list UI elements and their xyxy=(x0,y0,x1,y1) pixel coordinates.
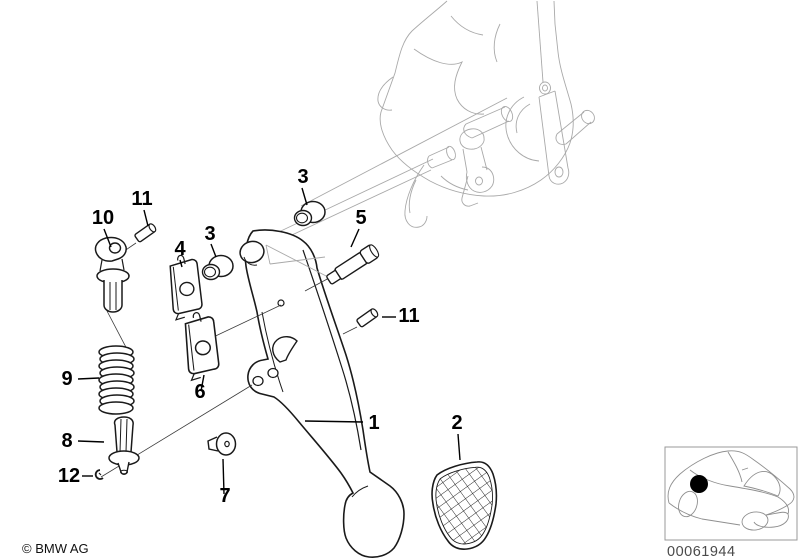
callout-2[interactable]: 2 xyxy=(451,412,462,434)
callout-11-lower[interactable]: 11 xyxy=(398,305,419,327)
shaft-reference-lines xyxy=(265,244,331,279)
callout-3-lower[interactable]: 3 xyxy=(204,223,215,245)
callout-7[interactable]: 7 xyxy=(219,485,230,507)
stop-pin-part-7 xyxy=(207,432,237,456)
copyright-text: © BMW AG xyxy=(22,541,89,556)
callout-6[interactable]: 6 xyxy=(194,381,205,403)
pedal-bracket-reference-drawing xyxy=(244,0,595,258)
spring-clip-part-6 xyxy=(183,310,221,382)
bushing-part-3-upper xyxy=(293,200,326,227)
pedal-arm-part-1 xyxy=(239,229,405,558)
spring-plunger-part-8 xyxy=(108,416,140,475)
shoulder-bolt-part-5 xyxy=(326,244,380,285)
callout-12[interactable]: 12 xyxy=(58,465,80,487)
car-location-thumbnail[interactable]: 00061944 xyxy=(664,446,798,559)
coil-spring-part-9 xyxy=(98,345,135,415)
pedal-pad-part-2 xyxy=(431,461,498,550)
callout-1[interactable]: 1 xyxy=(368,412,379,434)
diagram-id: 00061944 xyxy=(667,544,736,559)
callout-5[interactable]: 5 xyxy=(355,207,366,229)
lock-clip-part-12 xyxy=(94,469,104,480)
dowel-pin-part-11-upper xyxy=(134,223,157,243)
callout-labels: 1 2 3 3 4 5 6 7 8 9 10 11 11 12 xyxy=(58,166,463,507)
callout-10[interactable]: 10 xyxy=(92,207,114,229)
thumbnail-frame xyxy=(664,446,798,541)
location-marker-dot xyxy=(690,475,708,493)
dowel-pin-part-11-lower xyxy=(356,308,379,328)
callout-4[interactable]: 4 xyxy=(174,238,186,260)
bushing-part-3-lower xyxy=(201,254,234,281)
callout-8[interactable]: 8 xyxy=(61,430,72,452)
callout-9[interactable]: 9 xyxy=(61,368,72,390)
spring-clip-part-4 xyxy=(168,253,204,321)
callout-3-upper[interactable]: 3 xyxy=(297,166,308,188)
clevis-pin-part-10 xyxy=(94,236,130,313)
callout-11-upper[interactable]: 11 xyxy=(131,188,152,210)
callout-leader-lines xyxy=(77,187,461,495)
